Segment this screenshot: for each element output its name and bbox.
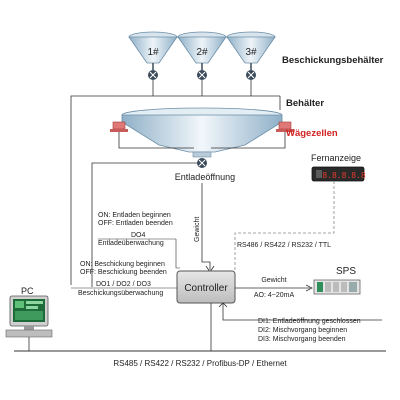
valve-icon bbox=[148, 63, 158, 96]
load-cell-right bbox=[276, 121, 294, 132]
plc-label: SPS bbox=[336, 266, 356, 277]
valve-icon bbox=[246, 63, 256, 96]
di-signal-line bbox=[222, 303, 382, 321]
analog-out-label: AO: 4~20mA bbox=[254, 292, 295, 299]
feed-hopper-2: 2# bbox=[177, 31, 227, 64]
di1-text: DI1: Entladeöffnung geschlossen bbox=[258, 318, 361, 325]
do4-code: DO4 bbox=[131, 232, 146, 239]
plc-unit bbox=[313, 279, 361, 295]
discharge-valve-icon bbox=[197, 158, 207, 168]
valve-icon bbox=[197, 63, 207, 96]
container-label: Behälter bbox=[286, 98, 324, 109]
feed-hopper-3: 3# bbox=[226, 31, 276, 64]
bus-label: RS485 / RS422 / RS232 / Profibus-DP / Et… bbox=[113, 359, 287, 368]
do4-on-text: ON: Entladen beginnen bbox=[98, 212, 171, 219]
di2-text: DI2: Mischvorgang beginnen bbox=[258, 327, 347, 334]
pc-label: PC bbox=[21, 286, 34, 296]
weight-signal-line bbox=[201, 183, 211, 270]
di3-text: DI3: Mischvorgang beenden bbox=[258, 336, 346, 343]
display-digits: 8.8.8.8.8 bbox=[322, 171, 366, 180]
controller-box: Controller bbox=[176, 270, 236, 304]
weight-vertical-label: Gewicht bbox=[194, 217, 201, 242]
remote-display: 8.8.8.8.8 bbox=[311, 166, 366, 182]
hopper-label: 3# bbox=[245, 47, 257, 58]
feed-control-line bbox=[70, 95, 280, 285]
hopper-label: 2# bbox=[196, 47, 208, 58]
feed-hoppers-label: Beschickungsbehälter bbox=[282, 55, 384, 66]
do123-on-text: ON: Beschickung beginnen bbox=[80, 261, 165, 268]
remote-display-label: Fernanzeige bbox=[311, 153, 361, 163]
discharge-opening-label: Entladeöffnung bbox=[175, 172, 235, 182]
hopper-label: 1# bbox=[147, 47, 159, 58]
load-cell-left bbox=[110, 121, 128, 132]
do123-code: DO1 / DO2 / DO3 bbox=[96, 281, 151, 288]
feed-hopper-1: 1# bbox=[128, 31, 178, 64]
do4-title: Entladeüberwachung bbox=[98, 240, 164, 247]
pc-computer-icon bbox=[5, 295, 53, 338]
serial-link-dashed bbox=[234, 181, 335, 271]
do123-off-text: OFF: Beschickung beenden bbox=[80, 269, 167, 276]
do123-title: Beschickungsüberwachung bbox=[78, 290, 163, 297]
serial-ports-label: RS486 / RS422 / RS232 / TTL bbox=[237, 242, 331, 249]
controller-label: Controller bbox=[184, 283, 228, 294]
discharge-control-line bbox=[91, 162, 197, 287]
main-container bbox=[121, 107, 283, 158]
load-cells-label: Wägezellen bbox=[286, 128, 338, 139]
weight-label: Gewicht bbox=[261, 277, 286, 284]
do4-off-text: OFF: Entladen beenden bbox=[98, 220, 173, 227]
